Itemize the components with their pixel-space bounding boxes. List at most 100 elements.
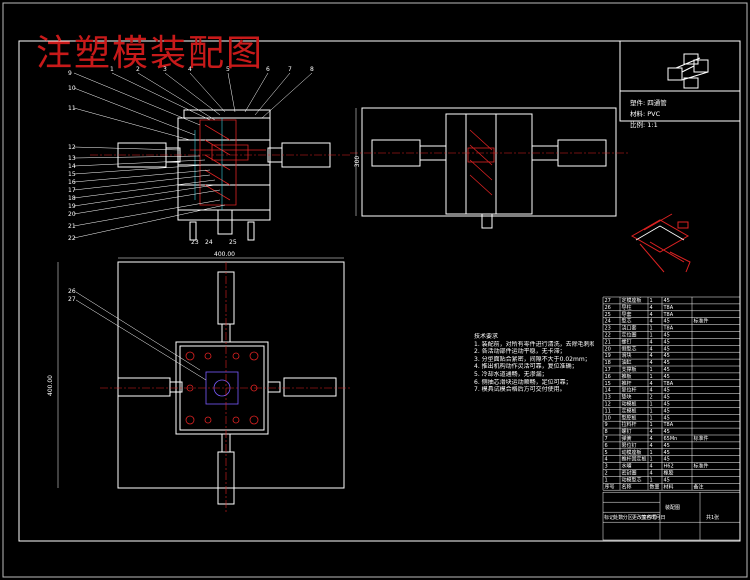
bom-header: 备注 [694, 483, 704, 490]
leader-lines-left [73, 72, 226, 239]
bom-cell: 垫块 [622, 394, 632, 401]
bom-cell: 1 [650, 374, 653, 380]
bom-cell: 24 [605, 319, 611, 325]
balloon-drawing.balloons_top.2: 3 [163, 66, 167, 73]
bom-cell: 5 [605, 450, 608, 456]
note-7: 7. 模具试模合格后方可交付使用。 [474, 386, 566, 394]
bom-cell: 标准件 [694, 435, 709, 442]
bom-cell: 18 [605, 360, 611, 366]
balloon-drawing.balloons_left.8: 17 [68, 187, 76, 194]
bom-cell: 65Mn [664, 436, 678, 442]
part-icon [667, 53, 709, 89]
info-line-2: 比例: 1:1 [630, 121, 658, 129]
bom-cell: 动模座板 [622, 449, 642, 456]
bom-cell: T8A [663, 305, 674, 311]
bom-cell: 定位圈 [622, 332, 637, 339]
iso-view-white [635, 225, 685, 241]
bom-cell: T8A [663, 381, 674, 387]
side-view [361, 107, 617, 229]
bom-cell: 水嘴 [622, 463, 632, 470]
bom-cell: 8 [605, 429, 608, 435]
section-view-front-cyan [194, 118, 223, 210]
bom-cell: T8A [663, 326, 674, 332]
bom-cell: 复位杆 [622, 387, 637, 394]
bom-cell: 45 [664, 374, 670, 380]
balloon-drawing.balloons_left.4: 13 [68, 155, 76, 162]
bom-cell: 1 [650, 415, 653, 421]
bom-cell: 定模座板 [622, 297, 642, 304]
bom-cell: 4 [650, 353, 653, 359]
bom-cell: 侧型芯 [622, 345, 637, 352]
plan-view [117, 261, 345, 505]
bom-cell: 密封圈 [622, 470, 637, 477]
bom-cell: 45 [664, 339, 670, 345]
balloon-drawing.balloons_top.0: 1 [110, 66, 114, 73]
balloon-drawing.balloons_left.11: 20 [68, 211, 76, 218]
bom-cell: 4 [650, 305, 653, 311]
footer-label: 标记 [604, 514, 614, 521]
bom-cell: 10 [605, 415, 611, 421]
bom-cell: 1 [605, 477, 608, 483]
bom-cell: 1 [650, 477, 653, 483]
bom-cell: 4 [650, 346, 653, 352]
bom-cell: 4 [650, 429, 653, 435]
bom-cell: 45 [664, 477, 670, 483]
note-3: 3. 分型面贴合紧密，间隙不大于0.02mm； [474, 355, 591, 363]
bom-cell: 1 [650, 333, 653, 339]
iso-view [630, 213, 691, 273]
balloon-drawing.balloons_bottom.2: 25 [229, 239, 237, 246]
bom-cell: 4 [650, 471, 653, 477]
bom-cell: 11 [605, 408, 611, 414]
bom-cell: 动模型芯 [622, 476, 642, 483]
plan-dims [57, 257, 344, 488]
bom-cell: 4 [650, 436, 653, 442]
bom-cell: 2 [650, 395, 653, 401]
bom-cell: 1 [650, 422, 653, 428]
side-view-hatch [467, 129, 495, 196]
balloon-drawing.balloons_top.1: 2 [136, 66, 140, 73]
bom-cell: 17 [605, 367, 611, 373]
bom-header: 序号 [605, 483, 615, 490]
balloon-drawing.balloons_plan.0: 26 [68, 288, 76, 295]
bom-cell: 14 [605, 388, 611, 394]
drawing-title: 注塑模装配图 [36, 33, 265, 74]
bom-cell: 导套 [622, 311, 632, 318]
bom-cell: 拉料杆 [622, 421, 637, 428]
bom-cell: 定模板 [622, 407, 637, 414]
note-6: 6. 侧抽芯滑块运动顺畅，定位可靠； [474, 378, 572, 386]
bom-cell: 动模板 [622, 401, 637, 408]
info-line-0: 塑件: 四通管 [630, 99, 667, 107]
bom-cell: 标准件 [694, 318, 709, 325]
balloon-drawing.balloons_bottom.1: 24 [205, 239, 213, 246]
balloon-drawing.balloons_left.9: 18 [68, 195, 76, 202]
bom-cell: 3 [605, 464, 608, 470]
bom-cell: 4 [605, 457, 608, 463]
footer-label: 签名 [641, 514, 651, 521]
bom-cell: 型腔板 [622, 414, 637, 421]
bom-cell: 45 [664, 408, 670, 414]
bom-cell: 1 [650, 408, 653, 414]
balloon-drawing.balloons_top.3: 4 [188, 66, 192, 73]
balloon-drawing.balloons_top.6: 7 [288, 66, 292, 73]
note-4: 4. 推出机构动作灵活可靠，复位准确； [474, 363, 578, 371]
bom-cell: 油缸 [622, 359, 632, 366]
plan-view-bolts [185, 351, 259, 425]
technical-requirements: 技术要求 1. 装配前，对所有零件进行清洗，去除毛刺和污物； 2. 各活动部件运… [474, 333, 594, 394]
title-block-top [619, 40, 741, 122]
dim-width: 400.00 [214, 251, 235, 258]
bom-cell: 支撑板 [622, 366, 637, 373]
bom-cell: 浇口套 [622, 325, 637, 332]
bom-cell: 型芯 [622, 318, 632, 325]
bom-cell: 导柱 [622, 304, 632, 311]
balloon-drawing.balloons_left.3: 12 [68, 144, 76, 151]
bom-header: 数量 [650, 483, 660, 490]
balloon-drawing.balloons_left.6: 15 [68, 171, 76, 178]
bom-cell: 13 [605, 395, 611, 401]
bom-cell: 45 [664, 415, 670, 421]
bom-cell: 螺钉 [622, 338, 632, 345]
bom-cell: 1 [650, 367, 653, 373]
bom-cell: H62 [664, 464, 674, 470]
leader-lines-top [111, 72, 313, 121]
